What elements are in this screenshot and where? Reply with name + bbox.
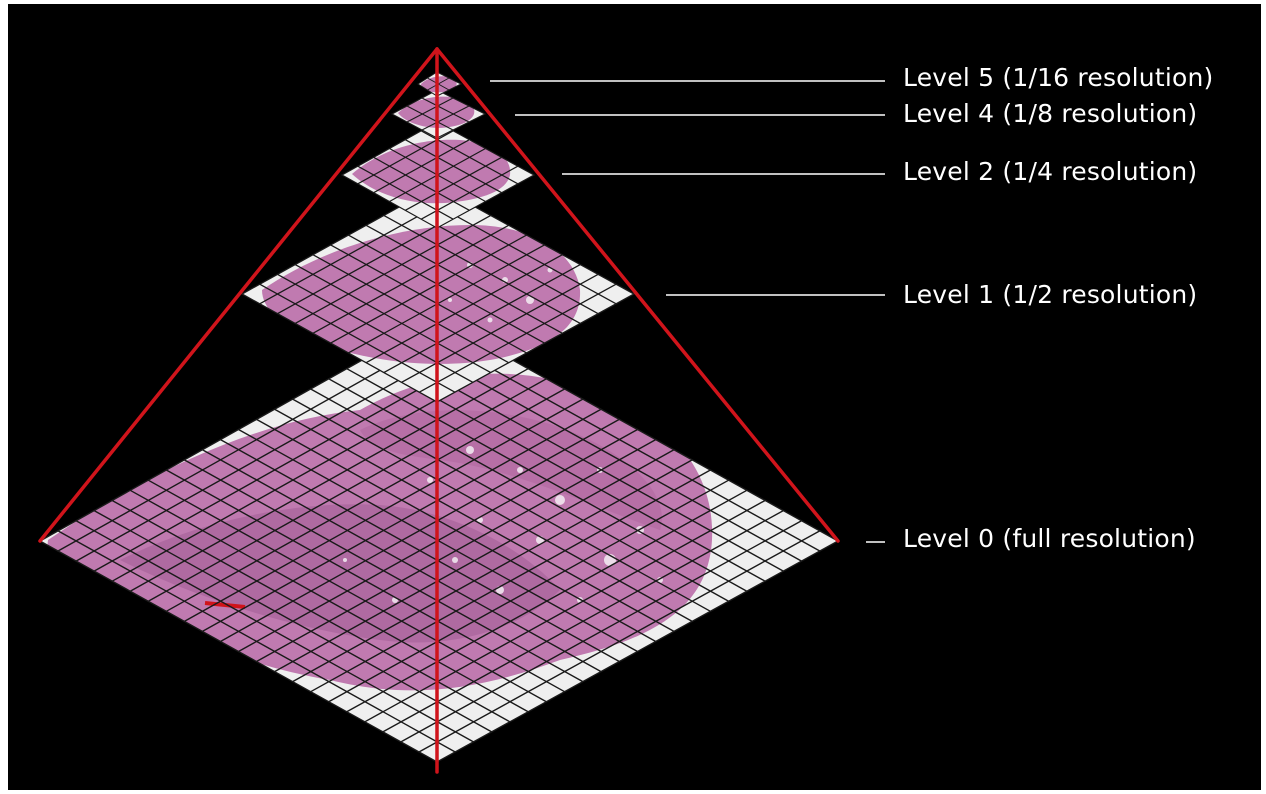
tile-grid-line — [418, 283, 617, 393]
tile-grid-line — [382, 509, 784, 733]
level-1-label: Level 1 (1/2 resolution) — [903, 280, 1198, 309]
tile-grid-line — [330, 234, 527, 344]
tile-grid-line — [256, 439, 657, 663]
tile-grid-line — [310, 469, 711, 693]
tile-grid-line — [383, 263, 581, 374]
tile-grid-line — [365, 254, 563, 364]
tile-grid-line — [346, 368, 748, 592]
tile-grid-line — [348, 234, 545, 344]
tile-grid-line — [364, 499, 766, 723]
tile-grid-line — [328, 479, 729, 703]
tile-grid-line — [312, 254, 509, 364]
tile-grid-line — [274, 449, 675, 673]
tile-grid-line — [346, 489, 748, 713]
tile-grid-line — [292, 398, 693, 622]
tile-grid-line — [406, 105, 454, 131]
tile-grid-line — [294, 214, 492, 325]
tile-grid-line — [277, 273, 474, 383]
level-5-label: Level 5 (1/16 resolution) — [903, 63, 1214, 92]
tile-grid-line — [348, 244, 545, 354]
tile-grid-line — [330, 244, 527, 354]
tile-grid-line — [274, 408, 675, 633]
tile-grid-line — [328, 378, 729, 602]
tile-grid-line — [421, 105, 470, 131]
tile-grid-line — [383, 214, 581, 325]
tile-grid-line — [421, 97, 470, 123]
leader-lines — [490, 80, 885, 543]
level-0-label: Level 0 (full resolution) — [903, 524, 1196, 553]
diagram-panel — [8, 4, 1261, 790]
tile-grid-line — [400, 520, 802, 743]
tile-grid-line — [259, 283, 456, 393]
tile-grid-line — [294, 263, 492, 374]
tile-grid-line — [256, 418, 657, 643]
pyramid-edges — [38, 47, 840, 774]
level-5-tile — [417, 71, 463, 97]
tile-grid-line — [312, 224, 509, 334]
tile-grid-line — [365, 224, 563, 334]
tile-grid-line — [418, 530, 821, 753]
tile-grid-line — [292, 459, 693, 683]
tile-grid-line — [406, 97, 454, 123]
tile-grid-line — [401, 273, 599, 383]
tile-grid-line — [310, 388, 711, 612]
level-2-label: Level 2 (1/4 resolution) — [903, 157, 1198, 186]
level-4-label: Level 4 (1/8 resolution) — [903, 99, 1198, 128]
